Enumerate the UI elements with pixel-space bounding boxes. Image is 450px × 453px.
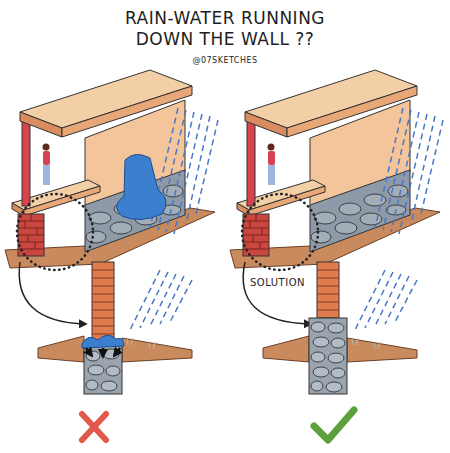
watermark: @07SKETCHES [150, 56, 300, 65]
leader-arrow [243, 262, 311, 324]
cross-mark [82, 414, 106, 440]
title: RAIN-WATER RUNNING DOWN THE WALL ?? [105, 8, 345, 50]
solution-label: SOLUTION [250, 277, 305, 288]
section-left [38, 262, 192, 394]
check-mark [314, 410, 354, 440]
water-splash [116, 154, 166, 219]
building-right [230, 70, 443, 270]
building-left [5, 70, 218, 270]
leader-arrow [19, 262, 86, 324]
